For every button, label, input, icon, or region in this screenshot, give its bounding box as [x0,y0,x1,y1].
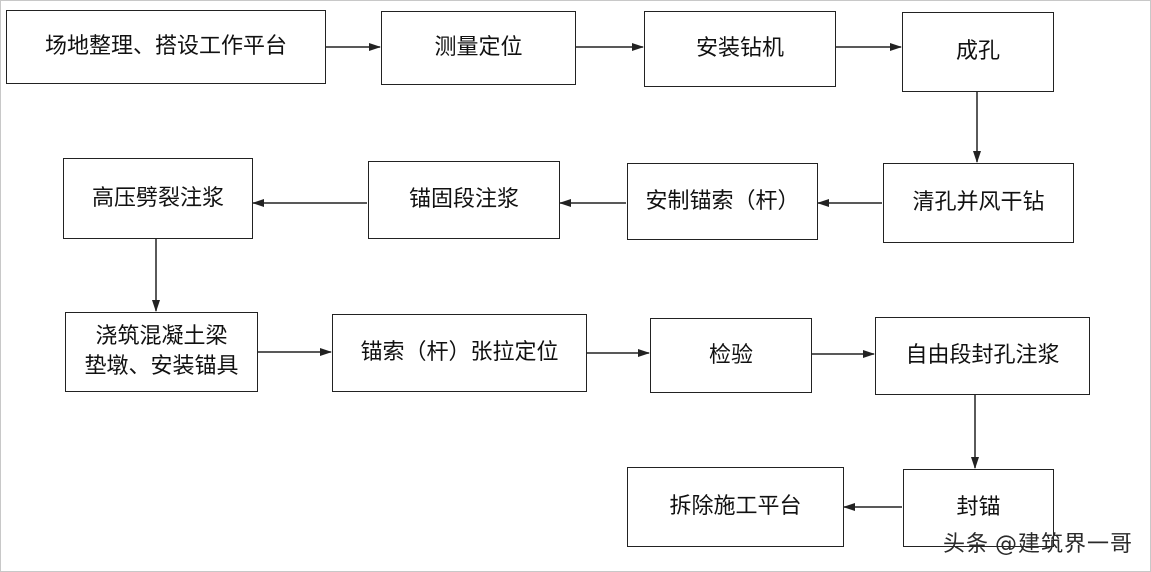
step-label: 安装钻机 [695,36,784,61]
step-install-drill: 安装钻机 [644,11,836,87]
watermark: 头条 @建筑界一哥 [943,526,1133,558]
step-site-preparation: 场地整理、搭设工作平台 [6,10,326,84]
step-label: 清孔并风干钻 [912,190,1045,215]
step-high-pressure-grouting: 高压劈裂注浆 [63,158,253,239]
step-label-line1: 浇筑混凝土梁 [95,324,228,349]
step-label: 成孔 [955,39,1000,64]
watermark-handle: @建筑界一哥 [994,532,1133,557]
step-inspection: 检验 [650,318,812,393]
step-pour-beam: 浇筑混凝土梁 垫墩、安装锚具 [65,312,258,392]
step-label: 场地整理、搭设工作平台 [44,34,287,59]
step-label: 锚索（杆）张拉定位 [360,340,559,365]
watermark-source: 头条 [942,532,989,557]
step-label: 检验 [708,342,753,368]
step-free-section-grouting: 自由段封孔注浆 [875,317,1090,395]
step-label: 安制锚索（杆） [645,188,800,214]
step-label-line2: 垫墩、安装锚具 [84,354,239,379]
step-make-anchor: 安制锚索（杆） [627,163,818,240]
step-survey-positioning: 测量定位 [381,11,576,85]
step-label: 拆除施工平台 [669,494,802,519]
step-dismantle-platform: 拆除施工平台 [627,467,844,547]
step-label: 封锚 [956,495,1001,520]
step-anchor-grouting: 锚固段注浆 [368,161,560,239]
step-seal-anchor: 封锚 [903,469,1054,547]
step-label: 自由段封孔注浆 [905,343,1060,368]
step-clean-hole: 清孔并风干钻 [883,163,1074,243]
step-label: 测量定位 [434,35,523,60]
step-bore-hole: 成孔 [902,12,1054,92]
step-label: 锚固段注浆 [408,187,519,212]
step-label: 高压劈裂注浆 [91,185,224,211]
step-tension-positioning: 锚索（杆）张拉定位 [332,314,587,392]
